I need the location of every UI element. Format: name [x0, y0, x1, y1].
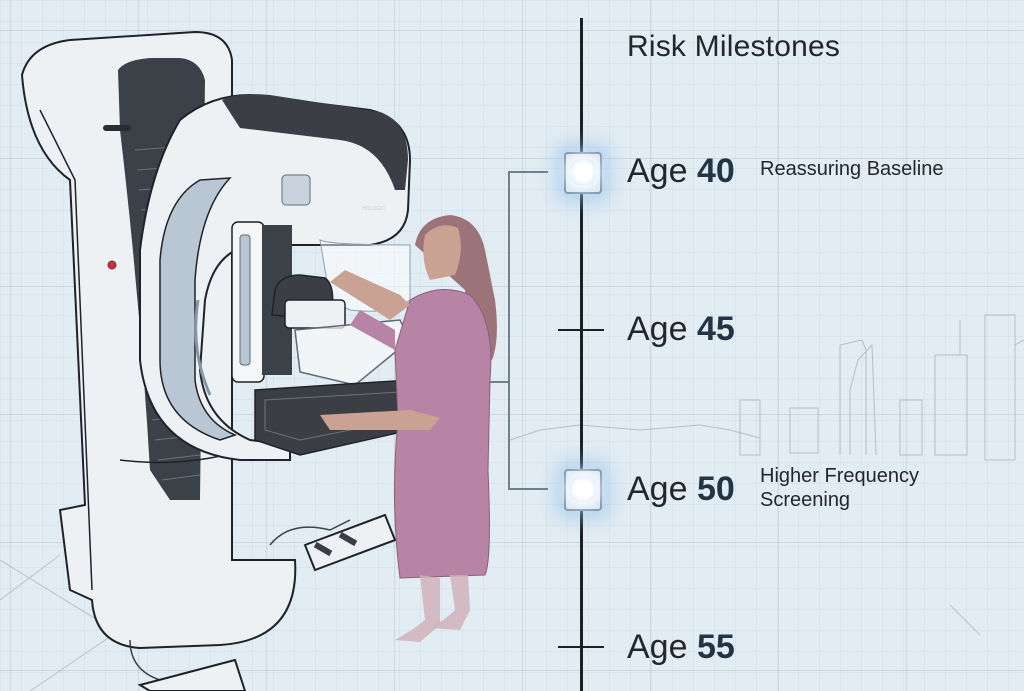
age-value: 55: [696, 628, 735, 666]
foot-pedals: [129, 513, 397, 691]
skyline-sketch: [509, 314, 1024, 461]
milestone-age-50: Age 50: [627, 472, 735, 506]
bracket-lines: [490, 171, 548, 490]
timeline-axis: [580, 18, 583, 691]
description-line-1: Higher Frequency: [760, 465, 919, 487]
description-line-2: Screening: [760, 489, 851, 511]
patient-figure: [320, 215, 497, 642]
milestone-age-40: Age 40: [627, 154, 735, 188]
glowing-marker-icon: [564, 152, 602, 194]
age-prefix: Age: [627, 310, 697, 348]
age-value: 40: [696, 152, 735, 190]
tick-mark: [558, 329, 604, 331]
milestone-description: Higher Frequency Screening: [760, 464, 919, 512]
timeline-title: Risk Milestones: [627, 30, 841, 63]
tick-mark: [558, 646, 604, 648]
age-prefix: Age: [627, 152, 697, 190]
milestone-description: Reassuring Baseline: [760, 158, 944, 180]
age-prefix: Age: [627, 470, 697, 508]
age-value: 45: [696, 310, 735, 348]
milestone-age-45: Age 45: [627, 312, 735, 346]
svg-text:HOLOGIC: HOLOGIC: [362, 206, 385, 212]
glowing-marker-icon: [564, 469, 602, 511]
age-value: 50: [696, 470, 735, 508]
age-prefix: Age: [627, 628, 697, 666]
milestone-age-55: Age 55: [627, 630, 735, 664]
